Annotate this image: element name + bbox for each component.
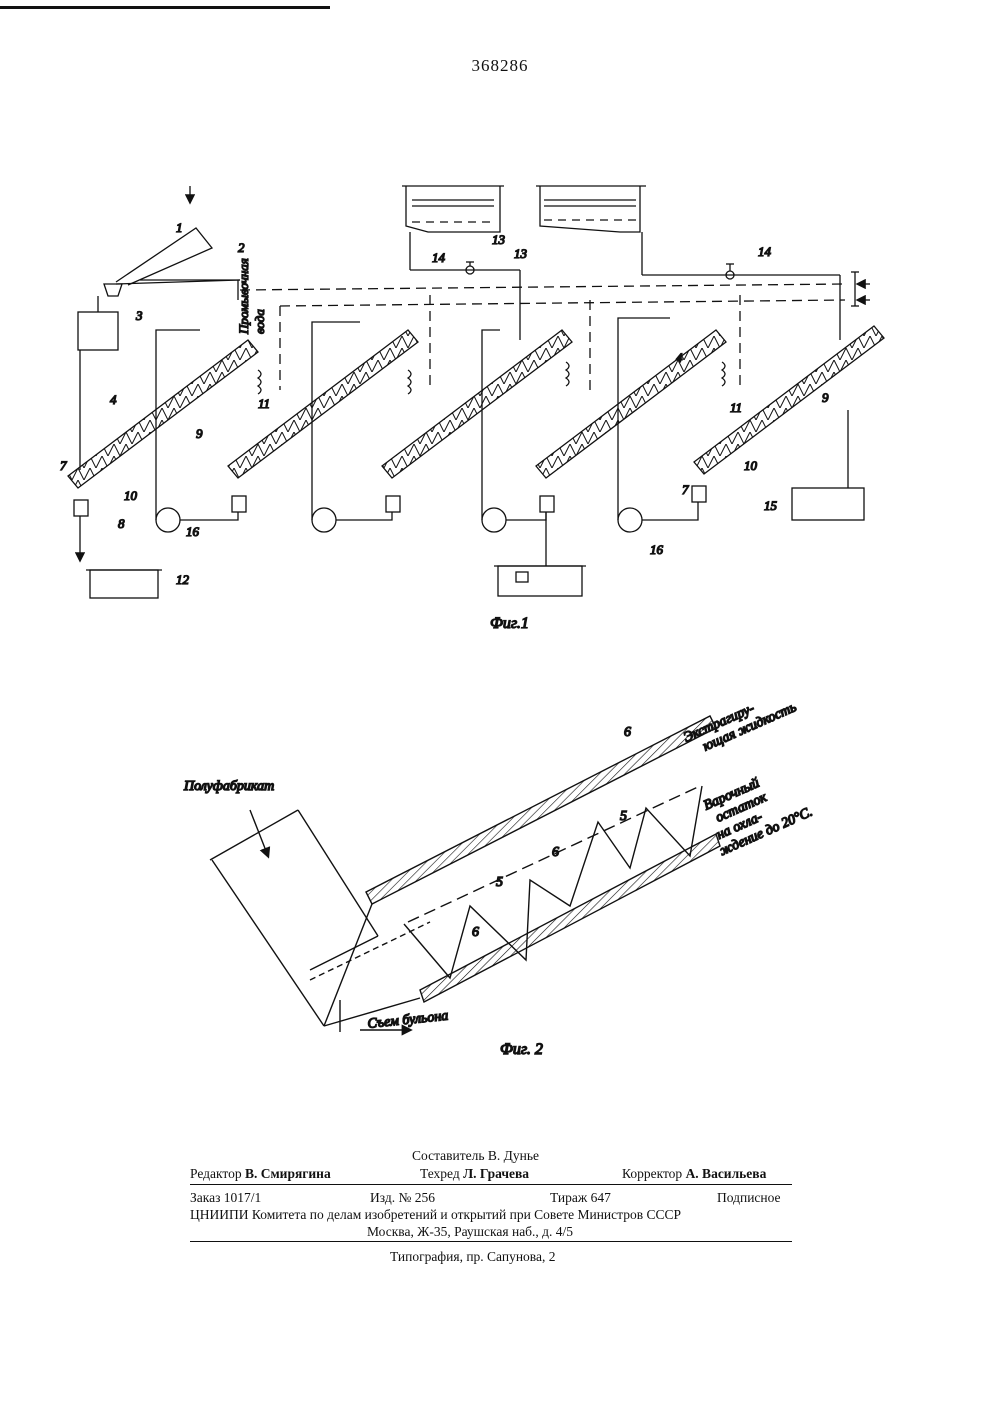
svg-text:Промывочная: Промывочная xyxy=(236,258,251,335)
screw-extractor-3 xyxy=(382,330,572,478)
screw-spiral xyxy=(404,786,702,978)
label-15: 15 xyxy=(764,498,778,513)
address-line: Москва, Ж-35, Раушская наб., д. 4/5 xyxy=(367,1224,573,1240)
tank-13-right xyxy=(536,186,646,275)
label-11a: 11 xyxy=(258,396,270,411)
label-9b: 9 xyxy=(822,390,829,405)
printer-line: Типография, пр. Сапунова, 2 xyxy=(390,1249,556,1265)
label-3: 3 xyxy=(135,308,143,323)
label-5a: 5 xyxy=(496,875,503,890)
svg-text:Съем бульона: Съем бульона xyxy=(367,1009,449,1032)
input-label: Полуфабрикат xyxy=(183,779,274,794)
label-6a: 6 xyxy=(472,925,479,940)
label-2: 2 xyxy=(238,240,245,255)
label-10a: 10 xyxy=(124,488,138,503)
label-7a: 7 xyxy=(60,458,67,473)
collection-tank xyxy=(498,566,582,596)
figure-1-diagram: 1 2 3 4 4 7 7 8 9 9 10 10 11 11 12 13 13… xyxy=(0,0,1000,660)
label-10b: 10 xyxy=(744,458,758,473)
screw-extractor-5 xyxy=(694,326,884,474)
label-8: 8 xyxy=(118,516,125,531)
feed-chute xyxy=(210,810,378,1026)
label-16a: 16 xyxy=(186,524,200,539)
tank-12 xyxy=(90,570,158,598)
box-15 xyxy=(792,488,864,520)
label-14a: 14 xyxy=(432,250,446,265)
label-6c: 6 xyxy=(624,725,631,740)
label-16b: 16 xyxy=(650,542,664,557)
label-11b: 11 xyxy=(730,400,742,415)
dashed-supply-lines xyxy=(240,284,845,390)
tank-13-left xyxy=(402,186,504,270)
label-9a: 9 xyxy=(196,426,203,441)
techred-line: Техред Л. Грачева xyxy=(420,1166,529,1182)
label-12: 12 xyxy=(176,572,190,587)
label-13a: 13 xyxy=(492,232,506,247)
compiler-line: Составитель В. Дунье xyxy=(412,1148,539,1164)
order-number: Заказ 1017/1 xyxy=(190,1190,261,1206)
wash-water-label: Промывочная вода xyxy=(236,258,267,335)
label-4a: 4 xyxy=(110,392,117,407)
extractor-tube xyxy=(310,716,720,1026)
figure-2-diagram: Полуфабрикат 6 5 6 5 6 Экстрагиру- ющая … xyxy=(0,660,1000,1090)
inlet-valves xyxy=(851,272,870,306)
box-3 xyxy=(78,312,118,350)
svg-text:вода: вода xyxy=(252,309,267,334)
subscription: Подписное xyxy=(717,1190,781,1206)
corrector-line: Корректор А. Васильева xyxy=(622,1166,766,1182)
imprint-rule-top xyxy=(190,1184,792,1185)
label-13b: 13 xyxy=(514,246,528,261)
figure-2-caption: Фиг. 2 xyxy=(500,1041,543,1058)
imprint-rule-bottom xyxy=(190,1241,792,1242)
hopper-1 xyxy=(104,186,240,296)
label-1: 1 xyxy=(176,220,183,235)
figure-1-caption: Фиг.1 xyxy=(490,615,529,632)
label-7b: 7 xyxy=(682,482,689,497)
organization-line: ЦНИИПИ Комитета по делам изобретений и о… xyxy=(190,1207,681,1223)
label-14b: 14 xyxy=(758,244,772,259)
screw-extractor-4 xyxy=(536,330,726,478)
filters xyxy=(74,486,706,516)
broth-label: Съем бульона xyxy=(367,1009,449,1032)
print-run: Тираж 647 xyxy=(550,1190,611,1206)
label-4b: 4 xyxy=(676,350,683,365)
label-5b: 5 xyxy=(620,809,627,824)
edition-number: Изд. № 256 xyxy=(370,1190,435,1206)
editor-line: Редактор В. Смирягина xyxy=(190,1166,331,1182)
label-6b: 6 xyxy=(552,845,559,860)
